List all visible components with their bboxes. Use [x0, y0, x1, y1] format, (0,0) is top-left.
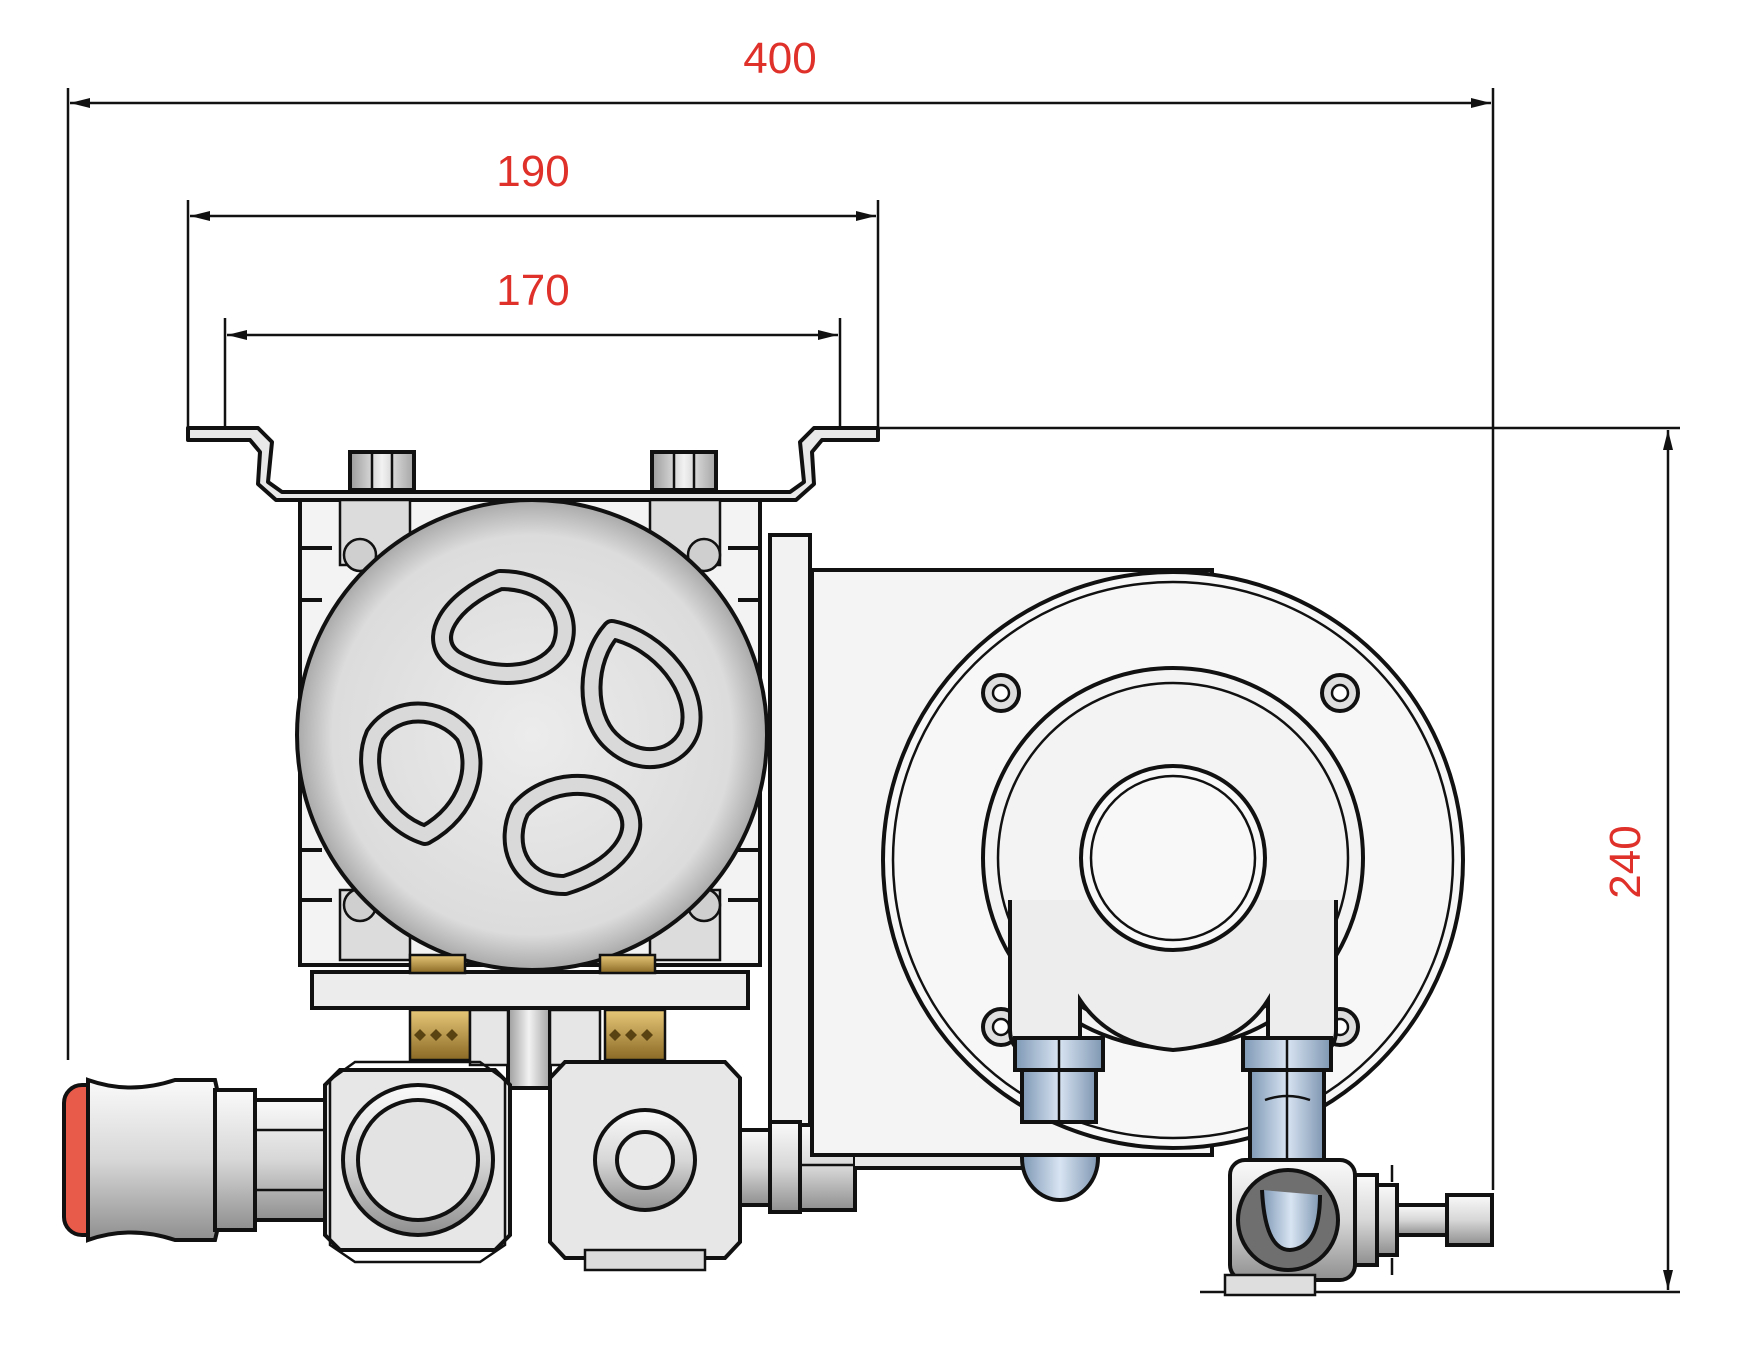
- valve-block-right: [548, 1060, 742, 1272]
- dim-label-400: 400: [743, 34, 816, 83]
- dim-label-240: 240: [1601, 825, 1650, 898]
- cam-slot-bottom: [502, 774, 643, 896]
- central-stem: [468, 1006, 602, 1090]
- dimension-overall-width: 400: [66, 34, 1495, 1190]
- drain-valve: [1353, 1165, 1494, 1275]
- cam-slot-left: [359, 701, 483, 846]
- pump-port-left: [1013, 1036, 1105, 1124]
- dimension-bracket-outer: 190: [186, 147, 880, 440]
- cam-slot-top: [431, 569, 576, 685]
- elbow-fitting: [1223, 1158, 1357, 1297]
- valve-block-left: [323, 1060, 512, 1264]
- bracket-bolt-left: [348, 450, 416, 492]
- pump-head: [981, 666, 1365, 1057]
- base-plate: [310, 970, 750, 1010]
- vertical-plate: [768, 533, 812, 1127]
- flange-bolt-top-left: [981, 673, 1021, 713]
- dim-label-190: 190: [496, 147, 569, 196]
- flange-bolt-top-right: [1320, 673, 1360, 713]
- dim-label-170: 170: [496, 266, 569, 315]
- cam-slot-right: [580, 619, 703, 769]
- pump-port-right: [1241, 1036, 1333, 1162]
- brass-nut-right: [598, 953, 667, 1062]
- brass-nut-left: [408, 953, 472, 1062]
- dimension-bracket-inner: 170: [223, 266, 842, 440]
- mounting-bracket: [186, 426, 880, 502]
- bracket-bolt-right: [650, 450, 718, 492]
- quick-coupling-left: [62, 1077, 327, 1243]
- cam-disk: [295, 498, 769, 972]
